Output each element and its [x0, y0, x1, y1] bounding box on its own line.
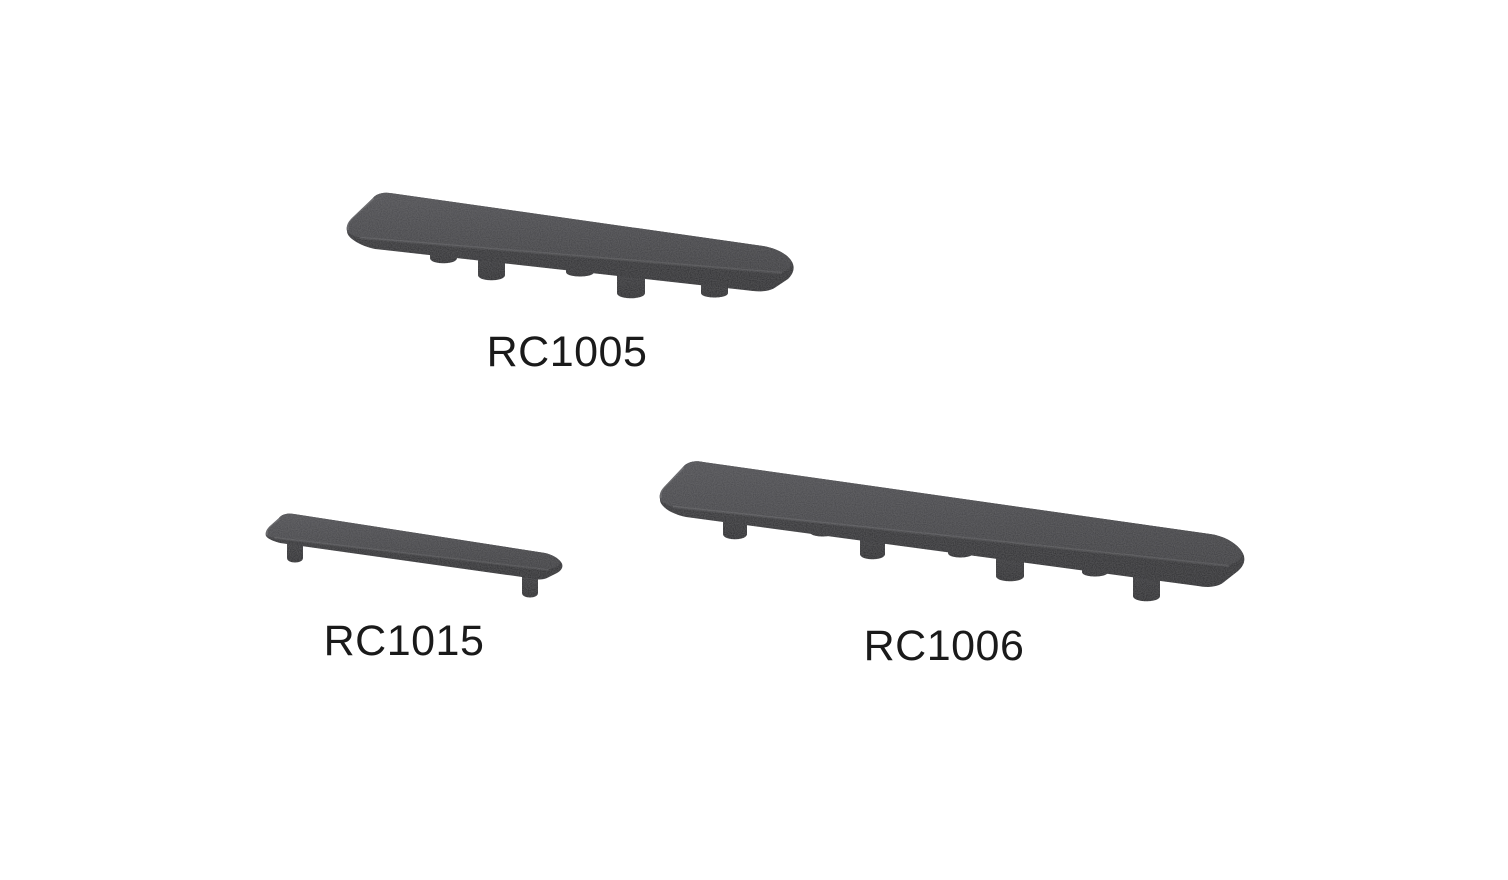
product-label-rc1005: RC1005	[486, 328, 648, 376]
product-label-rc1015: RC1015	[323, 617, 485, 665]
rc1005-part-render	[346, 192, 794, 299]
rc1006-part-render	[659, 461, 1245, 602]
rc1006-top-face	[659, 461, 1243, 566]
rc1005-top-face	[346, 192, 792, 273]
rc1015-top-face	[265, 513, 560, 570]
product-label-rc1006: RC1006	[863, 622, 1025, 670]
rc1015-part-render	[265, 513, 563, 598]
